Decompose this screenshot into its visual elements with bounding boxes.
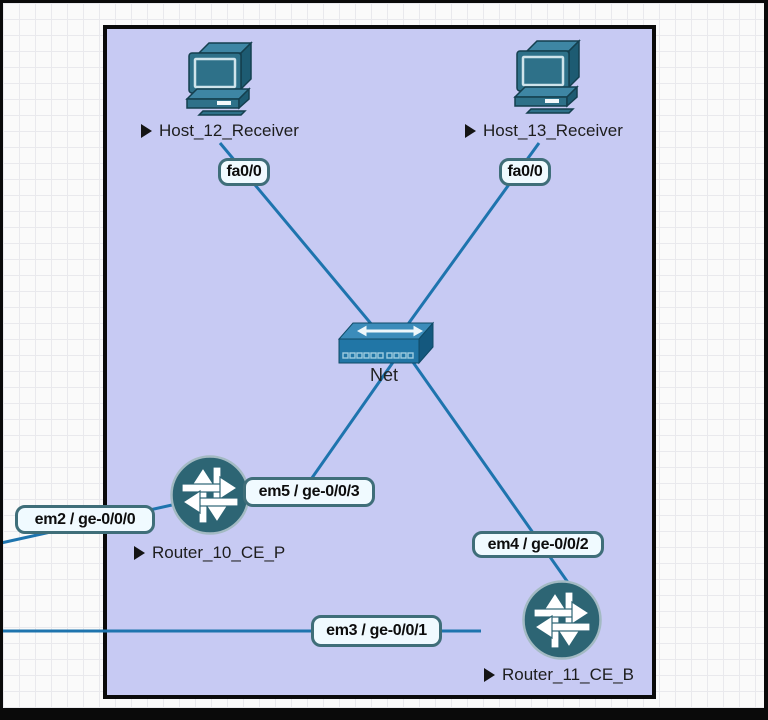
interface-label-em5-ge-0-0-3[interactable]: em5 / ge-0/0/3 xyxy=(243,477,375,507)
interface-label-em4-ge-0-0-2[interactable]: em4 / ge-0/0/2 xyxy=(472,531,604,558)
interface-label-em2-ge-0-0-0[interactable]: em2 / ge-0/0/0 xyxy=(15,505,155,534)
host12-computer-icon[interactable] xyxy=(179,41,263,119)
link-net-router10[interactable] xyxy=(298,347,405,496)
net-label[interactable]: Net xyxy=(369,365,398,385)
interface-label-em3-ge-0-0-1[interactable]: em3 / ge-0/0/1 xyxy=(311,615,442,647)
play-triangle-icon xyxy=(141,124,152,138)
play-triangle-icon xyxy=(134,546,145,560)
play-triangle-icon xyxy=(484,668,495,682)
play-triangle-icon xyxy=(465,124,476,138)
host13-label[interactable]: Host_13_Receiver xyxy=(465,121,623,141)
host12-label[interactable]: Host_12_Receiver xyxy=(141,121,299,141)
interface-label-host13-fa00[interactable]: fa0/0 xyxy=(499,158,551,186)
interface-label-host12-fa00[interactable]: fa0/0 xyxy=(218,158,270,186)
router10-label-text: Router_10_CE_P xyxy=(152,543,286,562)
host12-label-text: Host_12_Receiver xyxy=(159,121,299,140)
host13-computer-icon[interactable] xyxy=(507,39,591,117)
router10-icon[interactable] xyxy=(169,454,251,536)
net-switch-icon[interactable] xyxy=(337,319,437,365)
router11-label-text: Router_11_CE_B xyxy=(502,665,634,684)
router10-label[interactable]: Router_10_CE_P xyxy=(134,543,285,563)
router11-icon[interactable] xyxy=(521,579,603,661)
router11-label[interactable]: Router_11_CE_B xyxy=(484,665,634,685)
link-net-router11[interactable] xyxy=(401,347,583,602)
host13-label-text: Host_13_Receiver xyxy=(483,121,623,140)
